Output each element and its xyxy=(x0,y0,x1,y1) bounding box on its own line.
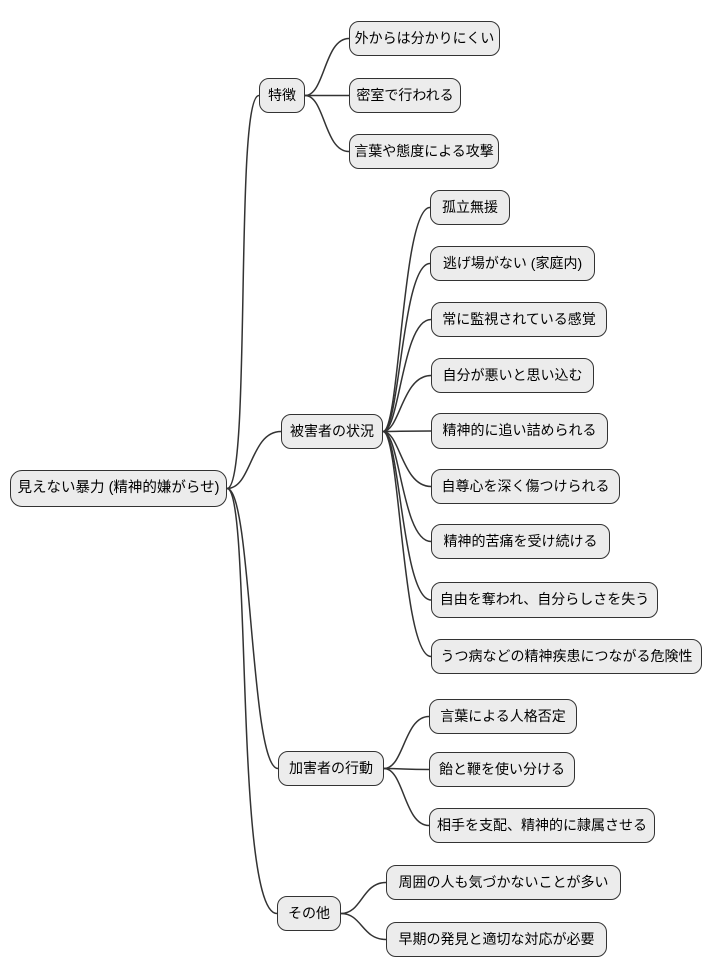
edge xyxy=(382,318,432,433)
branch-node-features: 特徴 xyxy=(259,78,305,113)
edge xyxy=(340,912,387,941)
edge xyxy=(340,881,387,915)
edge xyxy=(382,430,432,433)
edge xyxy=(382,374,432,433)
edge xyxy=(382,430,432,488)
edge xyxy=(382,430,432,658)
leaf-node: 周囲の人も気づかないことが多い xyxy=(386,865,621,900)
edge-root-other xyxy=(226,487,278,915)
leaf-node: 密室で行われる xyxy=(349,78,461,113)
edge xyxy=(382,262,431,433)
leaf-node: 精神的に追い詰められる xyxy=(431,413,608,449)
edge xyxy=(304,94,350,153)
leaf-node: 外からは分かりにくい xyxy=(349,21,500,56)
root-node: 見えない暴力 (精神的嫌がらせ) xyxy=(10,470,227,507)
leaf-node: 自由を奪われ、自分らしさを失う xyxy=(431,582,658,618)
edge xyxy=(383,767,430,771)
edge-root-perpetrator xyxy=(226,487,279,770)
leaf-node: 早期の発見と適切な対応が必要 xyxy=(386,922,607,957)
branch-node-perpetrator-behavior: 加害者の行動 xyxy=(278,751,384,786)
edge xyxy=(382,430,432,543)
leaf-node: 言葉による人格否定 xyxy=(429,699,577,734)
leaf-node: 常に監視されている感覚 xyxy=(431,302,607,337)
leaf-node: 逃げ場がない (家庭内) xyxy=(430,246,595,281)
edge xyxy=(304,37,350,97)
leaf-node: 孤立無援 xyxy=(430,190,510,225)
leaf-node: 相手を支配、精神的に隷属させる xyxy=(429,808,655,843)
leaf-node: 自尊心を深く傷つけられる xyxy=(431,469,620,504)
edge xyxy=(382,430,432,601)
branch-node-other: その他 xyxy=(277,896,341,931)
leaf-node: 言葉や態度による攻撃 xyxy=(349,134,499,169)
edge xyxy=(382,206,431,433)
leaf-node: うつ病などの精神疾患につながる危険性 xyxy=(431,639,702,674)
branch-node-victim-situation: 被害者の状況 xyxy=(281,414,383,449)
edge-root-victim xyxy=(226,430,282,490)
leaf-node: 飴と鞭を使い分ける xyxy=(429,752,575,787)
edge-root-features xyxy=(226,94,260,490)
edge xyxy=(383,767,430,827)
edge xyxy=(383,715,430,770)
leaf-node: 精神的苦痛を受け続ける xyxy=(431,524,610,559)
leaf-node: 自分が悪いと思い込む xyxy=(431,358,594,393)
